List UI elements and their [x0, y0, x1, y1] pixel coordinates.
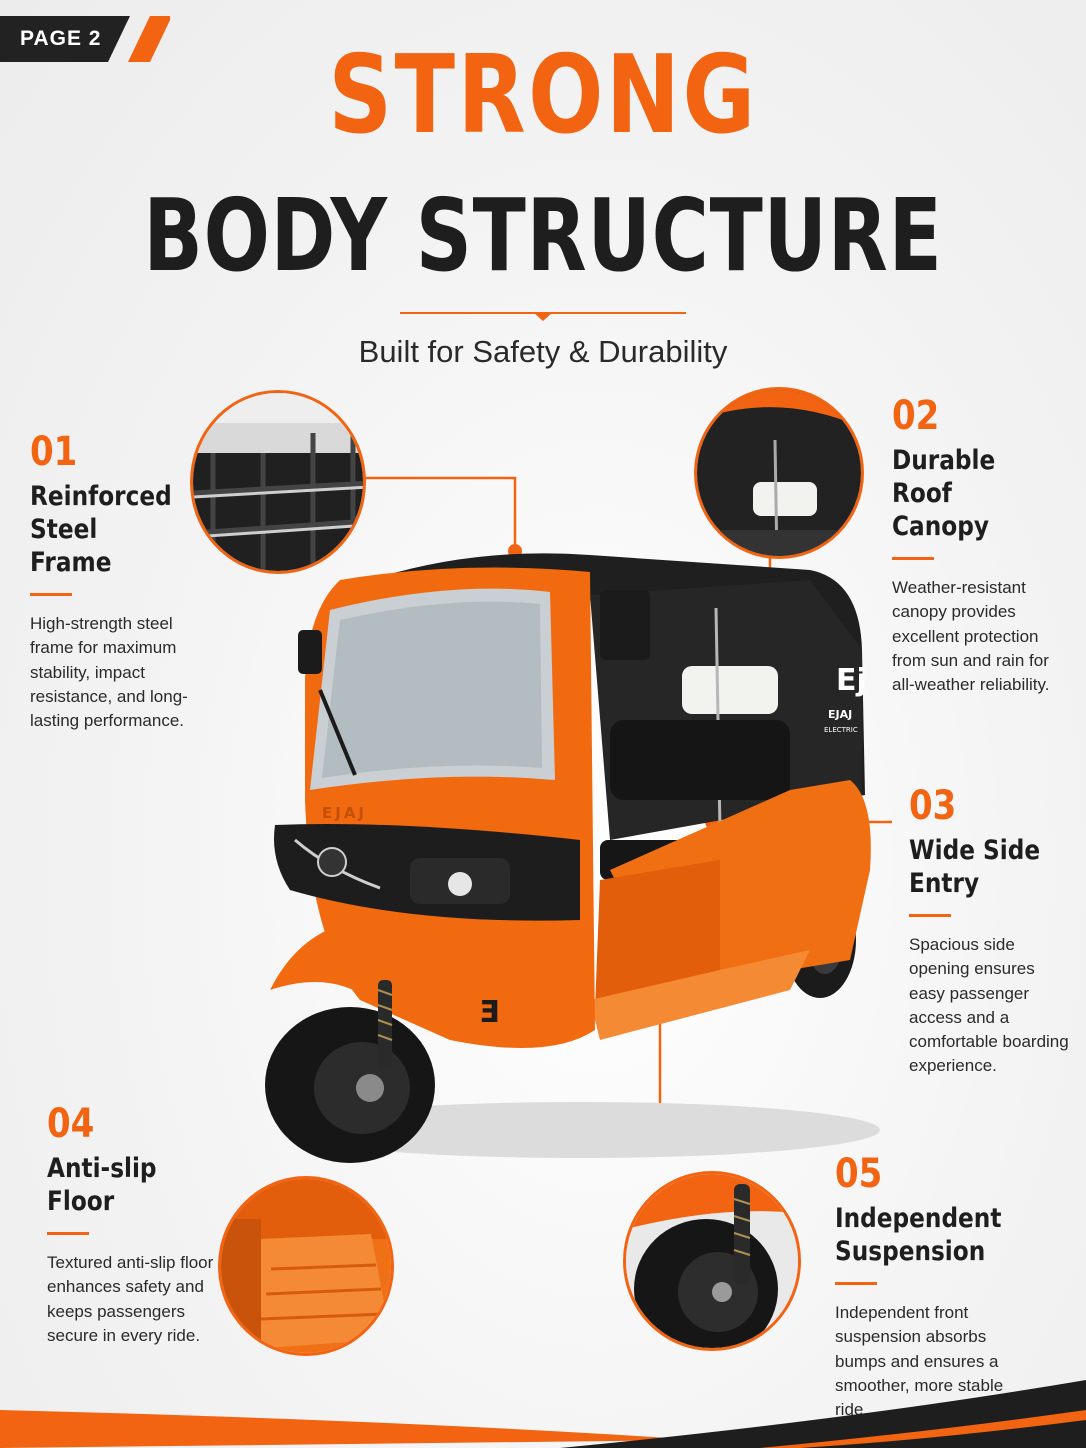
steel-frame-detail-icon: [190, 390, 366, 574]
feature-description: Weather-resistant canopy provides excell…: [892, 578, 1050, 695]
feature-anti-slip-floor: 04 Anti-slip Floor Textured anti-slip fl…: [47, 1104, 217, 1348]
feature-number: 02: [892, 393, 940, 439]
rear-window: [682, 666, 778, 714]
roof-canopy-detail-icon: [694, 387, 864, 559]
body-logo-icon: Ǝ: [479, 995, 500, 1030]
headlamp: [448, 872, 472, 896]
feature-divider: [835, 1282, 877, 1285]
feature-description: Spacious side opening ensures easy passe…: [909, 935, 1069, 1076]
feature-title: Independent Suspension: [835, 1203, 1002, 1267]
page-tag-shape: [0, 16, 170, 62]
front-shock: [378, 980, 392, 1070]
feature-title: Reinforced Steel Frame: [30, 481, 172, 578]
feature-description: Independent front suspension absorbs bum…: [835, 1303, 1004, 1420]
feature-number: 03: [909, 783, 957, 829]
subtitle: Built for Safety & Durability: [358, 334, 728, 369]
feature-roof-canopy: 02 Durable Roof Canopy Weather-resistant…: [892, 396, 1067, 697]
right-mirror: [600, 590, 650, 660]
headline-line-2: BODY STRUCTURE: [143, 177, 943, 294]
side-logo-icon: Ej: [836, 663, 867, 698]
feature-divider: [909, 914, 951, 917]
feature-number: 04: [47, 1101, 95, 1147]
anti-slip-floor-detail-icon: [218, 1176, 394, 1356]
bottom-decorative-band: [0, 1380, 1086, 1448]
feature-title: Anti-slip Floor: [47, 1153, 157, 1217]
feature-suspension: 05 Independent Suspension Independent fr…: [835, 1154, 1025, 1422]
suspension-detail-icon: [623, 1171, 801, 1351]
feature-description: Textured anti-slip floor enhances safety…: [47, 1253, 214, 1345]
feature-divider: [30, 593, 72, 596]
feature-title: Durable Roof Canopy: [892, 445, 996, 542]
page-tag-label: PAGE 2: [20, 27, 102, 50]
auto-rickshaw-illustration: Ej EJAJ ELECTRIC EJAJ Ǝ: [265, 553, 880, 1163]
title-divider-notch: [533, 312, 553, 321]
front-fender: [270, 918, 439, 1000]
feature-description: High-strength steel frame for maximum st…: [30, 614, 188, 731]
side-logo-text: EJAJ: [828, 708, 852, 721]
left-mirror: [298, 630, 322, 674]
page-tag: PAGE 2: [0, 16, 170, 62]
feature-divider: [47, 1232, 89, 1235]
feature-title: Wide Side Entry: [909, 835, 1041, 899]
headline-line-1: STRONG: [328, 33, 758, 158]
feature-divider: [892, 557, 934, 560]
feature-side-entry: 03 Wide Side Entry Spacious side opening…: [909, 786, 1069, 1079]
feature-number: 01: [30, 429, 78, 475]
feature-steel-frame: 01 Reinforced Steel Frame High-strength …: [30, 432, 200, 733]
side-logo-sub: ELECTRIC: [824, 726, 858, 734]
feature-number: 05: [835, 1151, 883, 1197]
hood-brand-text: EJAJ: [322, 804, 367, 822]
